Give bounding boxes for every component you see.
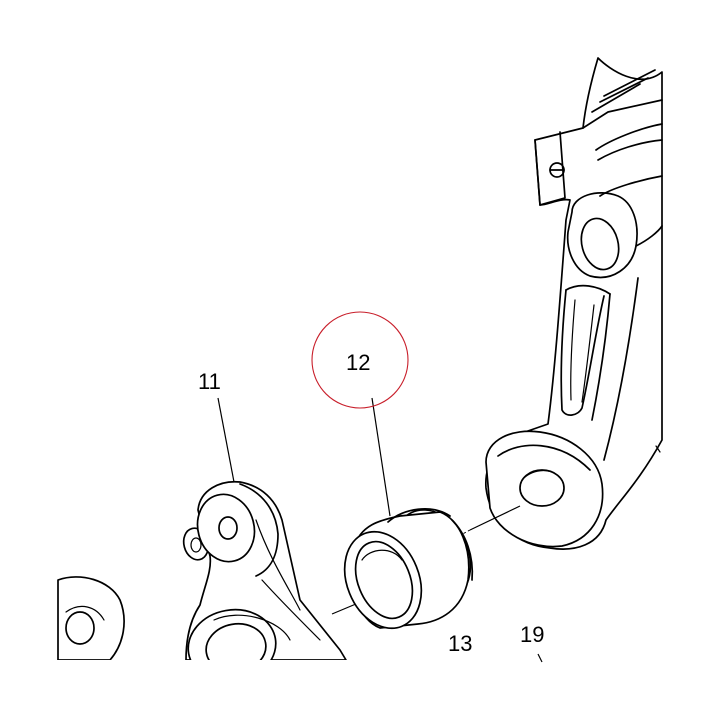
bushing-part <box>343 508 474 630</box>
callout-11: 11 <box>198 369 221 394</box>
highlight-circle <box>311 311 409 409</box>
callout-19: 19 <box>520 622 544 647</box>
swing-arm-part <box>485 57 663 550</box>
left-partial-part <box>40 576 140 720</box>
callout-12: 12 <box>346 350 370 375</box>
leader-line-11 <box>217 397 235 483</box>
leader-line-12 <box>371 397 391 517</box>
callout-13: 13 <box>448 631 472 656</box>
leader-lines <box>217 397 543 663</box>
lever-part <box>180 480 380 720</box>
leader-line-19 <box>537 653 543 663</box>
